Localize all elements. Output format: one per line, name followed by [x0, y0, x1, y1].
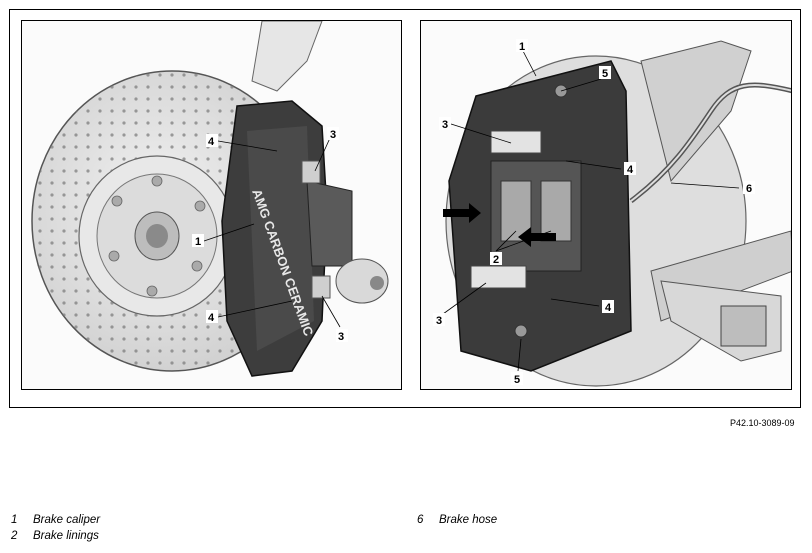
caliper-installed-drawing: 1 5 3 4 6 2 3 — [433, 39, 791, 387]
legend-num: 2 — [11, 530, 18, 542]
callout-5-top: 5 — [602, 68, 608, 80]
callout-1: 1 — [195, 236, 201, 248]
legend-item: 1 Brake caliper — [11, 512, 100, 528]
callout-3-top-right: 3 — [442, 119, 448, 131]
legend-label: Brake caliper — [33, 514, 101, 526]
figure-frame: AMG CARBON CERAMIC 4 3 1 4 — [9, 9, 801, 408]
callout-4-top: 4 — [208, 136, 215, 148]
arrow-right-icon — [443, 203, 481, 223]
callout-4-top-right: 4 — [627, 164, 634, 176]
arrow-left-icon — [518, 227, 556, 247]
callout-1-right: 1 — [519, 41, 525, 53]
right-callouts: 1 5 3 4 6 2 3 — [433, 39, 755, 386]
callout-4-bottom: 4 — [208, 312, 215, 324]
legend-num: 6 — [417, 514, 424, 526]
legend-label: Brake hose — [439, 514, 498, 526]
legend-left: 1 Brake caliper 2 Brake linings — [11, 512, 100, 544]
callout-6: 6 — [746, 183, 752, 195]
legend-item: 6 Brake hose — [417, 512, 497, 528]
legend-num: 1 — [11, 514, 18, 526]
legend-right: 6 Brake hose — [417, 512, 497, 528]
right-illustration-panel: 1 5 3 4 6 2 3 — [420, 20, 792, 390]
callout-4-bottom-right: 4 — [605, 302, 612, 314]
brake-lining-right — [540, 180, 572, 242]
callout-2: 2 — [493, 254, 499, 266]
callout-5-bottom: 5 — [514, 374, 520, 386]
legend-item: 2 Brake linings — [11, 528, 100, 544]
legend-label: Brake linings — [33, 530, 99, 542]
callout-3-bottom-right: 3 — [436, 315, 442, 327]
brake-disc-caliper-drawing: AMG CARBON CERAMIC 4 3 1 4 — [31, 21, 389, 377]
callout-3-bottom: 3 — [338, 331, 344, 343]
left-illustration-panel: AMG CARBON CERAMIC 4 3 1 4 — [21, 20, 402, 390]
left-callouts: 4 3 1 4 3 — [192, 127, 348, 343]
figure-id: P42.10-3089-09 — [730, 418, 795, 428]
callout-3-top: 3 — [330, 129, 336, 141]
